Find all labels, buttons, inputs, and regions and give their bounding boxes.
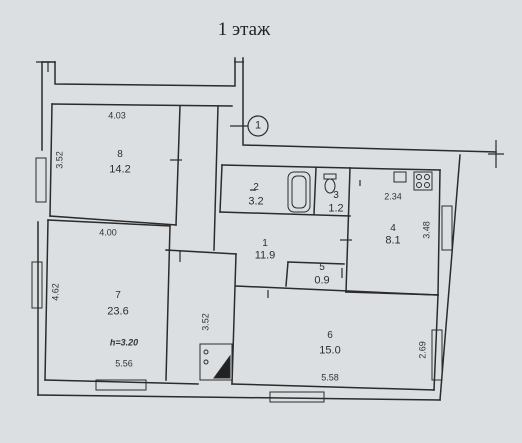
wall-room7-left-inner <box>44 219 49 381</box>
window-right-upper <box>441 205 453 251</box>
dim-bottom-right: 5.58 <box>321 372 339 383</box>
wall-room7-bottom <box>44 379 199 385</box>
wall-room6-right <box>433 294 439 391</box>
wall-room8-top <box>51 103 233 107</box>
wall-bath-top <box>221 164 351 169</box>
room-6-number: 6 <box>327 330 333 341</box>
wall-hall-left <box>213 105 219 251</box>
boiler <box>199 343 233 381</box>
wall-room4-right <box>437 169 441 296</box>
wall-room8-inner-right <box>175 105 181 226</box>
bathtub-inner <box>291 175 307 209</box>
wall-room6-top <box>235 285 439 296</box>
outer-wall-bottom <box>37 394 441 401</box>
room-7-number: 7 <box>115 290 121 301</box>
section-marker-label: 1 <box>254 119 262 132</box>
room-6-area: 15.0 <box>319 344 341 357</box>
outer-wall-right-upper <box>242 57 497 153</box>
room-1-number: 1 <box>262 238 268 249</box>
wall-room4-top <box>349 167 441 171</box>
ceiling-height: h=3.20 <box>109 337 139 348</box>
wall-room6-bottom <box>231 383 435 391</box>
wall-hall-bottom <box>165 249 237 255</box>
dim-room6-height: 2.69 <box>417 341 428 359</box>
stove <box>413 171 433 191</box>
window-bottom-left <box>95 379 147 391</box>
wall-room8-bottom <box>49 215 177 226</box>
room-7-area: 23.6 <box>107 305 129 318</box>
room-3-number: 3 <box>333 190 339 201</box>
wall-closet-top <box>287 261 345 265</box>
wall-bath-mid <box>313 167 317 215</box>
wall-room8-inner-left <box>49 103 53 217</box>
outer-wall-top-chimney <box>54 57 236 87</box>
dim-partition: 3.52 <box>200 313 211 331</box>
room-4-number: 4 <box>390 223 396 234</box>
wall-room4-left <box>345 167 351 293</box>
room-1-area: 11.9 <box>254 249 276 262</box>
outer-wall-right <box>439 154 461 401</box>
wall-closet-left <box>285 261 289 287</box>
room-2-number: 2 <box>253 182 259 193</box>
wall-divider-v <box>231 253 237 385</box>
dim-bottom-left: 5.56 <box>115 358 133 369</box>
wall-bath-bottom <box>219 211 351 217</box>
room-2-area: 3.2 <box>248 195 264 208</box>
sink <box>393 171 407 183</box>
room-3-area: 1.2 <box>328 202 344 215</box>
room-8-number: 8 <box>117 149 123 160</box>
wall-room7-top <box>47 219 171 227</box>
dim-room4-height: 3.48 <box>421 221 432 239</box>
room-5-area: 0.9 <box>314 274 330 287</box>
dim-room4-width: 2.34 <box>384 191 402 202</box>
window-bottom-right <box>269 391 325 403</box>
wall-bath-left <box>219 164 223 213</box>
boiler-triangle <box>213 354 231 379</box>
room-5-number: 5 <box>319 262 325 273</box>
toilet-tank <box>323 173 337 180</box>
window-right-lower <box>431 329 443 381</box>
room-8-area: 14.2 <box>109 163 131 176</box>
dim-room8-height: 3.52 <box>54 151 65 169</box>
bathtub <box>287 171 311 213</box>
dim-room7-height: 4.62 <box>50 283 61 301</box>
wall-room7-right <box>165 225 171 381</box>
dim-room7-width: 4.00 <box>99 227 117 238</box>
window-left-upper <box>35 157 47 203</box>
floor-title: 1 этаж <box>217 19 271 40</box>
dim-room8-width: 4.03 <box>108 110 126 121</box>
room-4-area: 8.1 <box>385 234 401 247</box>
window-left-lower <box>31 261 43 309</box>
